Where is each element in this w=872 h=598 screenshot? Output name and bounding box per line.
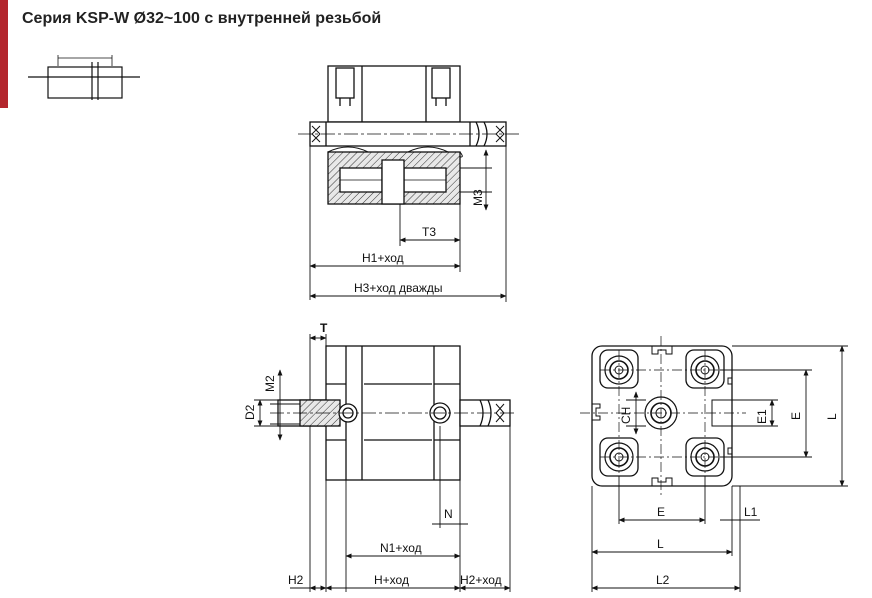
dim-e-right: E (789, 412, 803, 420)
dim-t3: T3 (422, 225, 436, 239)
dim-e1: E1 (755, 409, 769, 424)
dim-l-bottom: L (657, 537, 664, 551)
dim-e-bottom: E (657, 505, 665, 519)
dim-l2: L2 (656, 573, 670, 587)
cylinder-symbol-icon (28, 55, 140, 100)
dim-t: T (320, 321, 328, 335)
top-view-dimensions (309, 146, 507, 302)
page-title: Серия KSP-W Ø32~100 с внутренней резьбой (22, 10, 382, 27)
dim-h1-stroke: H1+ход (362, 251, 404, 265)
dim-l1: L1 (744, 505, 758, 519)
dim-h2-left: H2 (288, 573, 304, 587)
dim-l-right: L (825, 413, 839, 420)
accent-side-bar (0, 0, 8, 108)
dim-n1-stroke: N1+ход (380, 541, 422, 555)
dim-m2: M2 (263, 375, 277, 392)
side-view-dimensions (254, 334, 511, 592)
top-view-drawing (309, 65, 507, 205)
end-view-center-lines (580, 336, 746, 496)
end-view-dimensions (591, 345, 848, 592)
dim-m3: M3 (471, 189, 485, 206)
dim-d2: D2 (243, 404, 257, 420)
dim-h-stroke: H+ход (374, 573, 409, 587)
dim-h3-stroke-twice: H3+ход дважды (354, 281, 443, 295)
end-view-drawing (591, 345, 733, 487)
dim-ch: CH (619, 407, 633, 424)
dim-h2-stroke: H2+ход (460, 573, 502, 587)
dim-n: N (444, 507, 453, 521)
